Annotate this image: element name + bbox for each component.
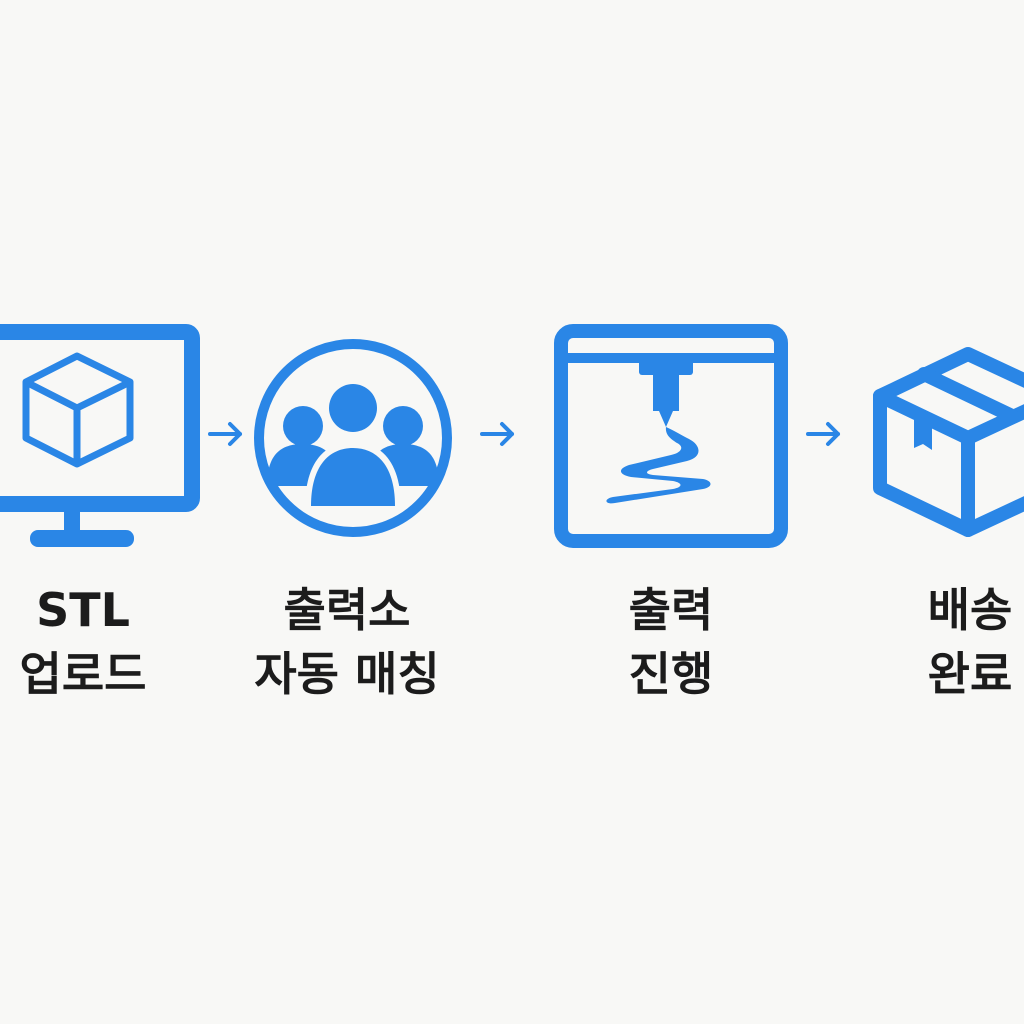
arrow-right-icon — [806, 420, 842, 448]
step-4-line-1: 배송 — [927, 583, 1013, 637]
monitor-cube-icon — [0, 320, 205, 550]
step-3-line-1: 출력 — [628, 583, 714, 637]
step-2-line-2: 자동 매칭 — [254, 647, 440, 701]
3d-printer-icon — [553, 323, 789, 549]
step-2-line-1: 출력소 — [283, 583, 411, 637]
step-4-line-2: 완료 — [927, 647, 1013, 701]
step-3-line-2: 진행 — [628, 647, 714, 701]
step-1-line-2: 업로드 — [19, 647, 147, 701]
people-group-icon — [251, 336, 457, 542]
arrow-right-icon — [480, 420, 516, 448]
step-1-line-1: STL — [36, 583, 130, 637]
arrow-right-icon — [208, 420, 244, 448]
step-3-label: 출력 진행 — [521, 578, 821, 706]
step-2-label: 출력소 자동 매칭 — [197, 578, 497, 706]
step-1-label: STL 업로드 — [0, 578, 233, 706]
step-4-label: 배송 완료 — [820, 578, 1024, 706]
package-box-icon — [868, 340, 1024, 550]
